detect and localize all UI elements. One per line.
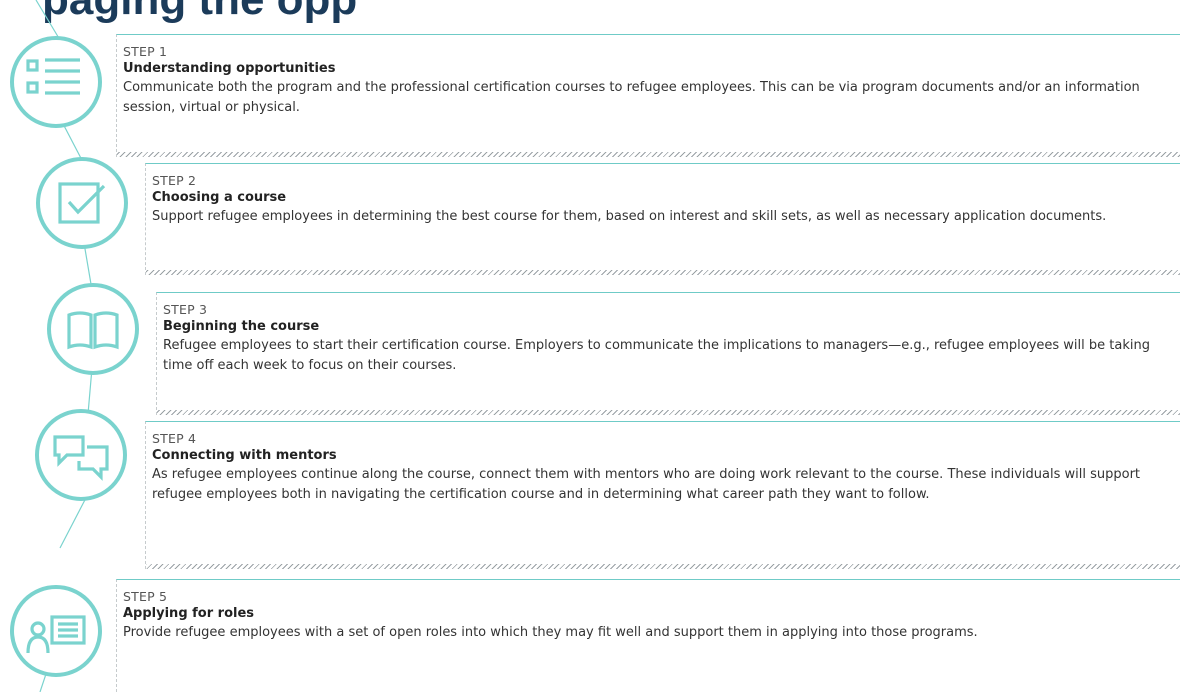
step-label: STEP 4 — [152, 431, 197, 446]
checklist-icon — [10, 36, 102, 128]
page-title: paging the opp — [42, 0, 357, 24]
step-description: Provide refugee employees with a set of … — [123, 625, 978, 640]
checkbox-icon — [36, 157, 128, 249]
step-title: Choosing a course — [152, 190, 287, 205]
step-label: STEP 2 — [152, 173, 197, 188]
step-card-3: STEP 3 Beginning the course Refugee empl… — [156, 292, 1180, 415]
step-label: STEP 1 — [123, 44, 168, 59]
step-description: Communicate both the program and the pro… — [123, 80, 1140, 115]
step-description: Support refugee employees in determining… — [152, 209, 1107, 224]
person-resume-icon — [10, 585, 102, 677]
chat-bubbles-icon — [35, 409, 127, 501]
step-title: Beginning the course — [163, 319, 320, 334]
step-description: Refugee employees to start their certifi… — [163, 338, 1150, 373]
step-card-5: STEP 5 Applying for roles Provide refuge… — [116, 579, 1180, 692]
step-title: Connecting with mentors — [152, 448, 337, 463]
step-label: STEP 5 — [123, 589, 168, 604]
step-title: Applying for roles — [123, 606, 255, 621]
step-card-1: STEP 1 Understanding opportunities Commu… — [116, 34, 1180, 157]
step-label: STEP 3 — [163, 302, 208, 317]
step-title: Understanding opportunities — [123, 61, 336, 76]
step-card-4: STEP 4 Connecting with mentors As refuge… — [145, 421, 1180, 569]
open-book-icon — [47, 283, 139, 375]
step-description: As refugee employees continue along the … — [152, 467, 1141, 502]
step-card-2: STEP 2 Choosing a course Support refugee… — [145, 163, 1180, 275]
